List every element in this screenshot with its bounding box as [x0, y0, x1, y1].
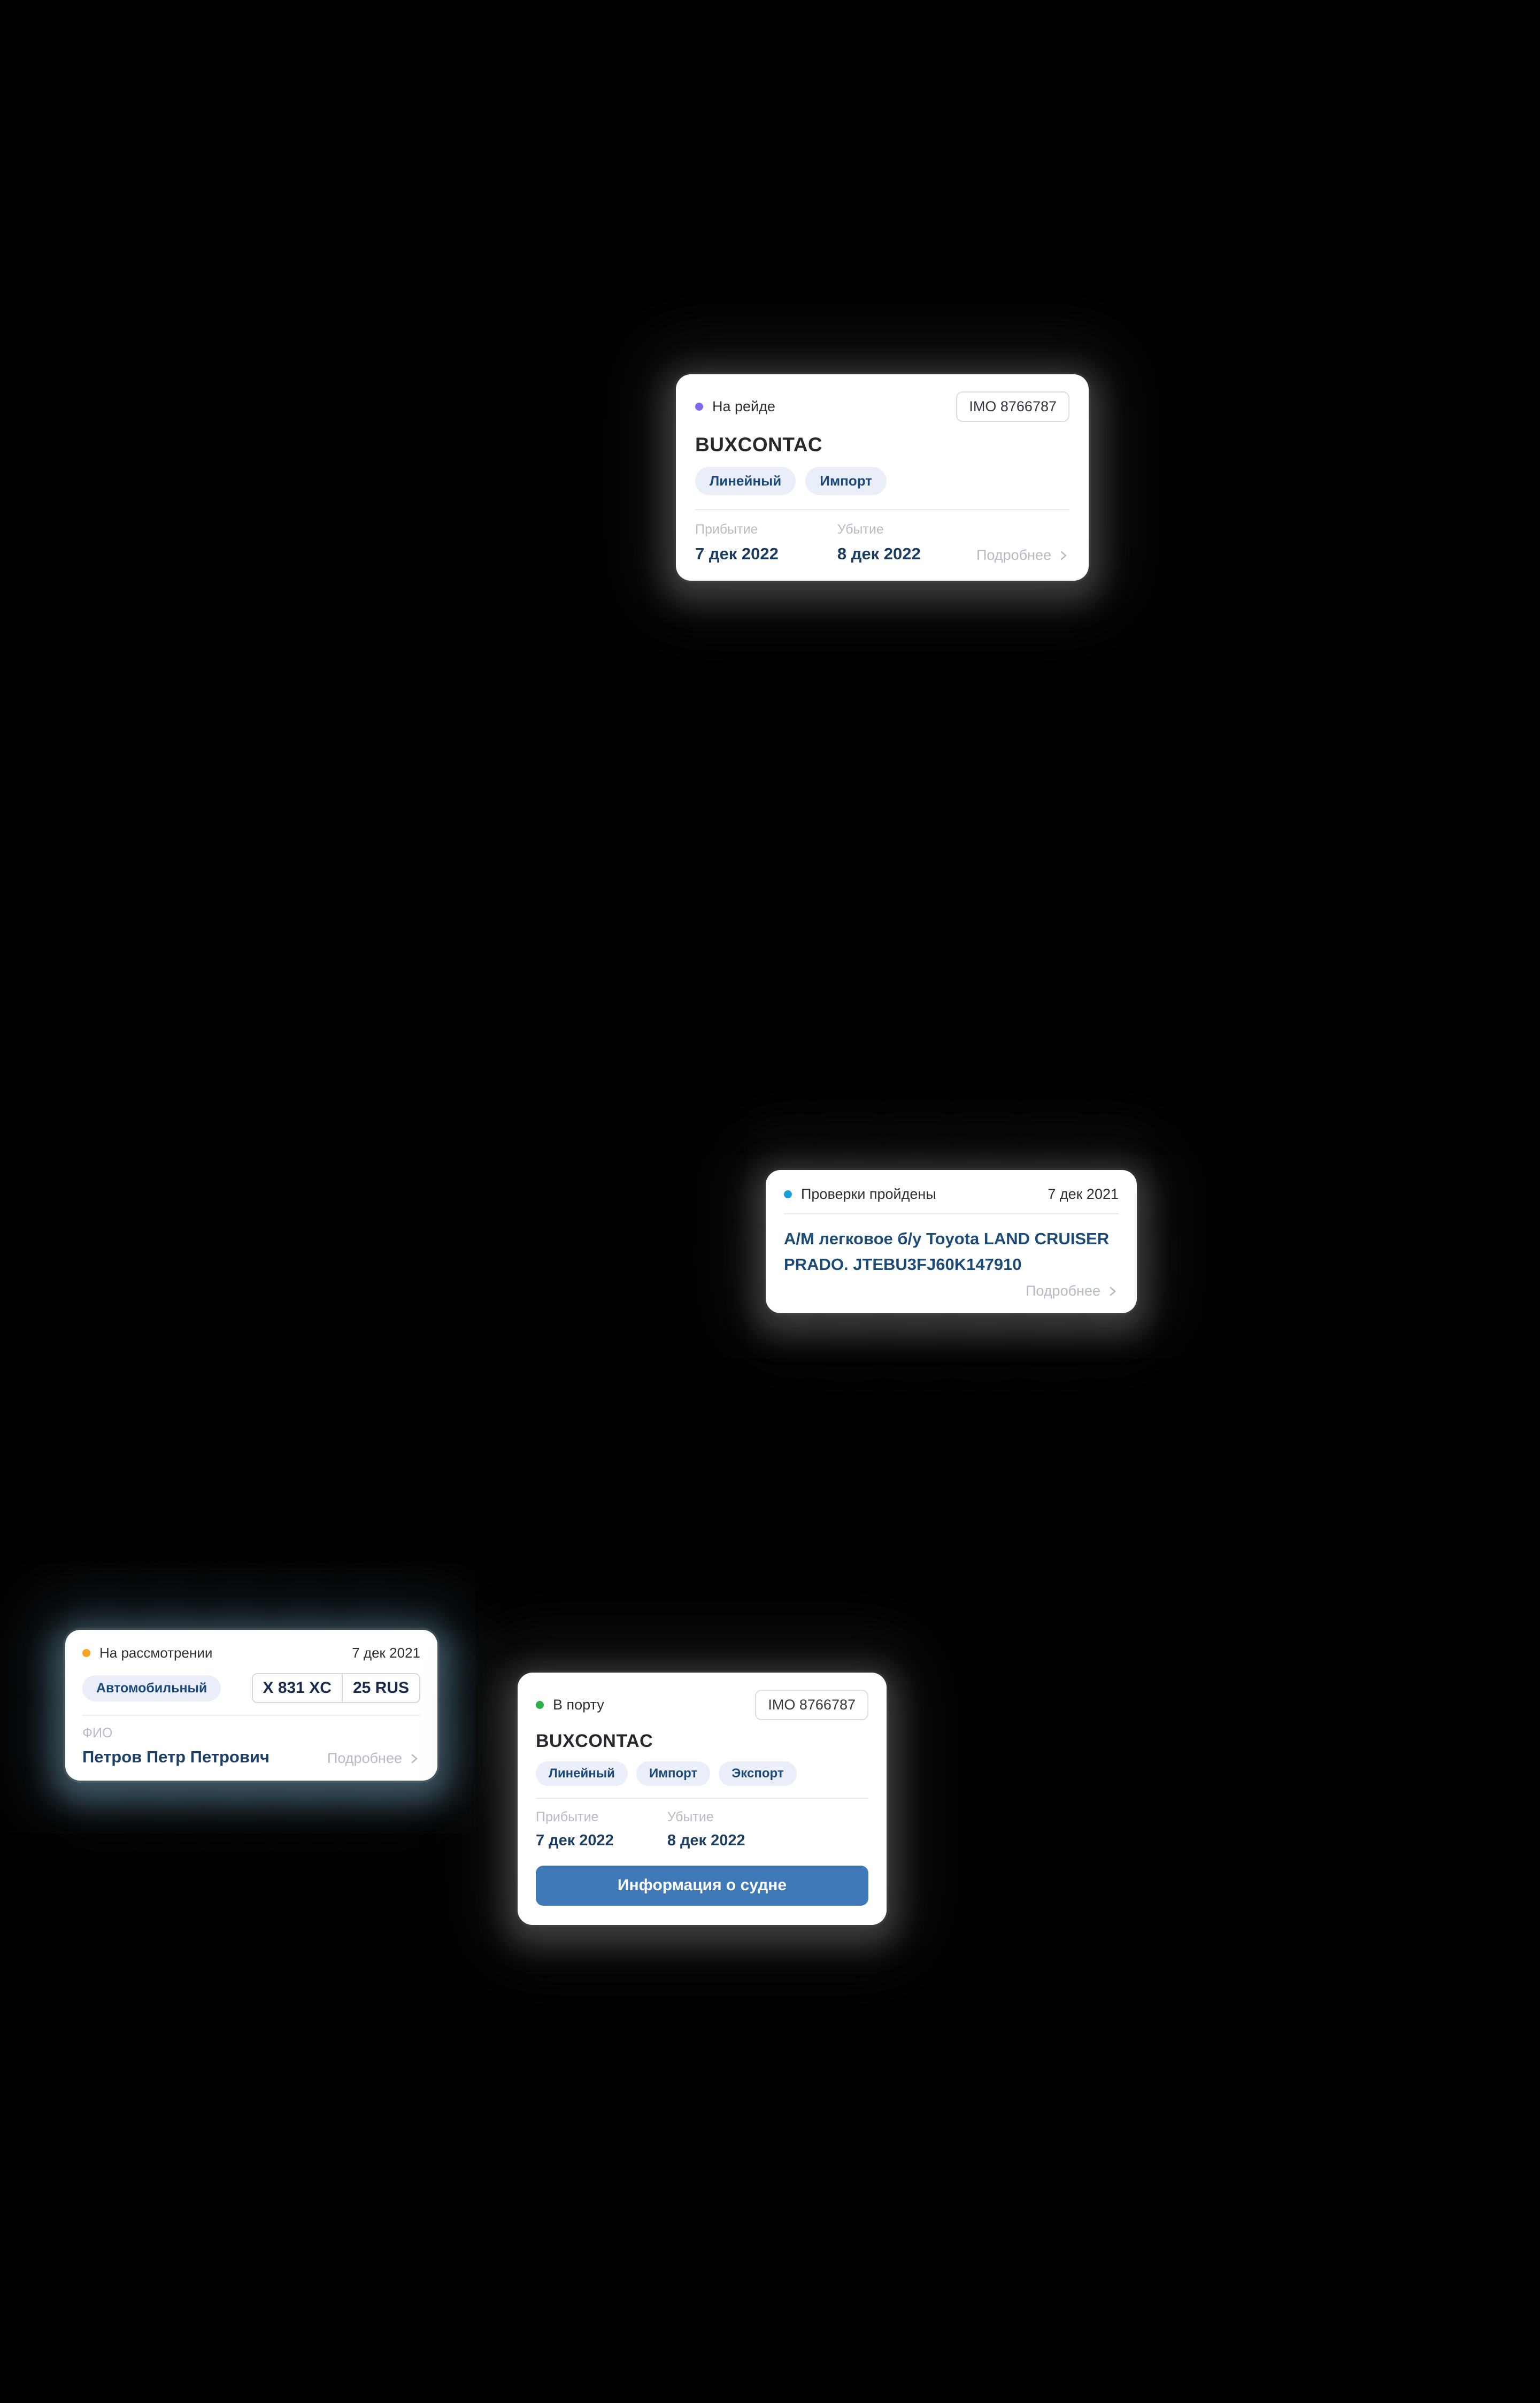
- arrival-label: Прибытие: [695, 522, 758, 537]
- departure-label: Убытие: [667, 1809, 714, 1824]
- tag-transport-type: Автомобильный: [82, 1675, 221, 1701]
- vessel-info-button[interactable]: Информация о судне: [536, 1866, 868, 1906]
- license-plate: X 831 XC 25 RUS: [251, 1673, 420, 1703]
- vessel-name: BUXCONTAC: [695, 434, 823, 456]
- departure-field: Убытие 8 дек 2022: [667, 1809, 745, 1850]
- divider: [784, 1213, 1119, 1214]
- card-header: Проверки пройдены 7 дек 2021: [784, 1186, 1119, 1203]
- dates-row: Прибытие 7 дек 2022 Убытие 8 дек 2022: [536, 1809, 868, 1850]
- departure-date: 8 дек 2022: [667, 1832, 745, 1849]
- status-indicator: В порту: [536, 1697, 604, 1713]
- person-row: Петров Петр Петрович Подробнее: [82, 1747, 420, 1767]
- imo-badge: IMO 8766787: [956, 391, 1069, 422]
- driver-review-card[interactable]: На рассмотрении 7 дек 2021 Автомобильный…: [65, 1630, 437, 1781]
- card-date: 7 дек 2021: [1048, 1186, 1119, 1202]
- details-label: Подробнее: [976, 547, 1051, 563]
- cargo-inspection-card[interactable]: Проверки пройдены 7 дек 2021 А/М легково…: [766, 1170, 1137, 1314]
- chevron-right-icon: [1110, 1287, 1116, 1296]
- departure-field: Убытие 8 дек 2022: [837, 522, 921, 564]
- chevron-right-icon: [1060, 551, 1067, 560]
- status-label: В порту: [553, 1697, 604, 1713]
- card-header: На рассмотрении 7 дек 2021: [82, 1645, 420, 1661]
- cargo-description: А/М легковое б/у Toyota LAND CRUISER PRA…: [784, 1229, 1110, 1274]
- vessel-name: BUXCONTAC: [536, 1731, 653, 1751]
- card-date: 7 дек 2021: [352, 1645, 420, 1661]
- person-name: Петров Петр Петрович: [82, 1747, 270, 1766]
- departure-date: 8 дек 2022: [837, 544, 921, 563]
- arrival-date: 7 дек 2022: [695, 544, 779, 563]
- divider: [82, 1715, 420, 1716]
- arrival-field: Прибытие 7 дек 2022: [695, 522, 779, 564]
- arrival-date: 7 дек 2022: [536, 1832, 614, 1849]
- details-label: Подробнее: [327, 1750, 402, 1766]
- person-block: ФИО Петров Петр Петрович Подробнее: [82, 1726, 420, 1767]
- tag-plate-row: Автомобильный X 831 XC 25 RUS: [82, 1673, 420, 1703]
- divider: [695, 509, 1069, 510]
- plate-region: 25 RUS: [341, 1674, 419, 1702]
- card-header: В порту IMO 8766787: [536, 1690, 868, 1720]
- details-link[interactable]: Подробнее: [1026, 1283, 1119, 1299]
- details-label: Подробнее: [1025, 1283, 1100, 1299]
- status-label: На рейде: [712, 398, 775, 414]
- status-dot-icon: [695, 403, 703, 411]
- status-dot-icon: [82, 1649, 90, 1657]
- status-indicator: На рассмотрении: [82, 1645, 212, 1661]
- vessel-card-port[interactable]: В порту IMO 8766787 BUXCONTAC Линейный И…: [518, 1673, 887, 1925]
- tags-row: Линейный Импорт Экспорт: [536, 1761, 868, 1786]
- tag-export: Экспорт: [719, 1761, 797, 1786]
- tag-import: Импорт: [805, 467, 887, 495]
- status-label: На рассмотрении: [99, 1645, 213, 1661]
- status-indicator: На рейде: [695, 398, 775, 415]
- person-label: ФИО: [82, 1726, 113, 1740]
- arrival-field: Прибытие 7 дек 2022: [536, 1809, 614, 1850]
- card-header: На рейде IMO 8766787: [695, 391, 1069, 422]
- arrival-label: Прибытие: [536, 1809, 599, 1824]
- chevron-right-icon: [411, 1754, 418, 1763]
- imo-badge: IMO 8766787: [755, 1690, 868, 1720]
- vessel-card-roadstead[interactable]: На рейде IMO 8766787 BUXCONTAC Линейный …: [676, 374, 1089, 581]
- tag-line-type: Линейный: [536, 1761, 628, 1786]
- status-label: Проверки пройдены: [801, 1186, 936, 1202]
- divider: [536, 1798, 868, 1799]
- details-link[interactable]: Подробнее: [327, 1750, 420, 1767]
- details-link[interactable]: Подробнее: [976, 547, 1069, 564]
- dates-row: Прибытие 7 дек 2022 Убытие 8 дек 2022 По…: [695, 522, 1069, 564]
- tag-import: Импорт: [636, 1761, 711, 1786]
- status-indicator: Проверки пройдены: [784, 1186, 936, 1203]
- status-dot-icon: [784, 1190, 792, 1198]
- tags-row: Линейный Импорт: [695, 467, 1069, 495]
- plate-number: X 831 XC: [263, 1679, 332, 1697]
- departure-label: Убытие: [837, 522, 884, 537]
- status-dot-icon: [536, 1701, 544, 1709]
- tag-line-type: Линейный: [695, 467, 796, 495]
